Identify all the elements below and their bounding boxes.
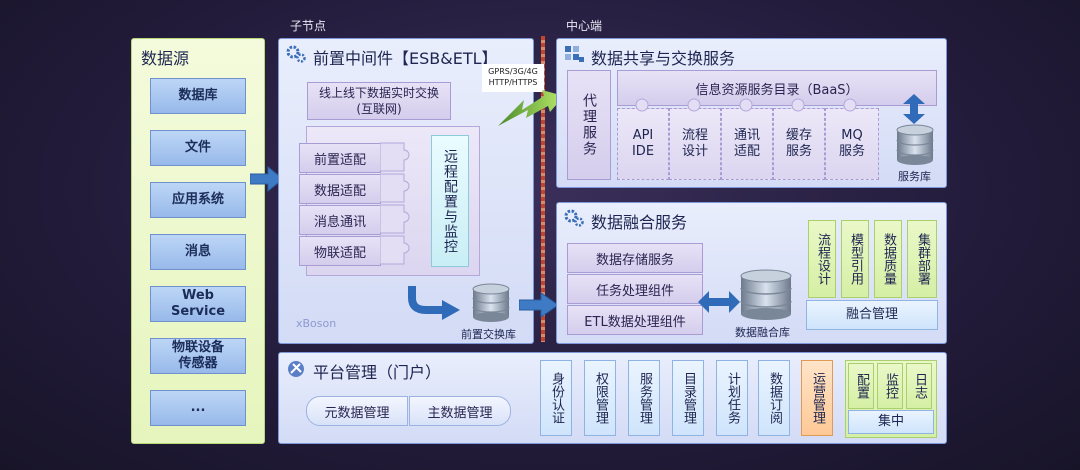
front-exchange-db-caption: 前置交换库 [461,328,516,341]
tool-process-design[interactable]: 流程设计 [808,220,836,298]
share-grid-icon [565,46,584,62]
tool-model-reference[interactable]: 模型引用 [841,220,869,298]
source-message[interactable]: 消息 [150,234,246,270]
platform-catalog-mgmt[interactable]: 目录管理 [672,360,704,436]
module-data-adapter[interactable]: 数据适配 [299,174,381,204]
realtime-exchange-line2: (互联网) [356,102,402,116]
fusion-task-component[interactable]: 任务处理组件 [567,274,703,304]
module-messaging[interactable]: 消息通讯 [299,205,381,235]
protocol-line2: HTTP/HTTPS [488,78,538,87]
arrow-source-to-middleware [250,166,284,192]
fusion-etl-component[interactable]: ETL数据处理组件 [567,305,703,335]
source-application[interactable]: 应用系统 [150,182,246,218]
service-db-caption: 服务库 [898,170,931,183]
platform-title: 平台管理（门户） [313,363,442,382]
service-comm-adapter[interactable]: 通讯 适配 [721,108,773,180]
module-iot-adapter[interactable]: 物联适配 [299,236,381,266]
source-iot-sensor[interactable]: 物联设备 传感器 [150,338,246,374]
proxy-service[interactable]: 代理服务 [567,70,611,180]
lightning-arrow [498,90,564,126]
protocol-line1: GPRS/3G/4G [488,67,538,76]
platform-permission-mgmt[interactable]: 权限管理 [584,360,616,436]
platform-scheduled-tasks[interactable]: 计划任务 [716,360,748,436]
arrow-middleware-to-fusion [519,292,559,318]
tool-cluster-deploy[interactable]: 集群部署 [907,220,937,298]
fusion-db-icon [740,269,792,320]
service-catalog-baas[interactable]: 信息资源服务目录（BaaS） [617,70,937,106]
tool-data-quality[interactable]: 数据质量 [874,220,902,298]
fusion-management[interactable]: 融合管理 [806,300,938,330]
service-process-design[interactable]: 流程 设计 [669,108,721,180]
platform-data-subscription[interactable]: 数据订阅 [758,360,790,436]
data-source-title: 数据源 [141,49,190,68]
protocol-label: GPRS/3G/4G HTTP/HTTPS [482,64,544,92]
platform-operations-mgmt[interactable]: 运营管理 [801,360,833,436]
child-node-label: 子节点 [290,19,327,33]
remote-config-monitor[interactable]: 远程配置与监控 [431,135,469,267]
portal-tools-icon [288,361,304,377]
fusion-storage-service[interactable]: 数据存储服务 [567,243,703,273]
master-data-management[interactable]: 主数据管理 [409,396,511,426]
service-db-icon [896,124,934,165]
front-exchange-db-icon [472,283,510,322]
horizontal-double-arrow [698,291,740,313]
gear-icon [286,45,306,63]
arrow-to-front-db [408,286,460,320]
service-cache[interactable]: 缓存 服务 [773,108,825,180]
fusion-db-caption: 数据融合库 [735,326,790,339]
platform-identity-auth[interactable]: 身份认证 [540,360,572,436]
middleware-title: 前置中间件【ESB&ETL】 [313,49,498,68]
realtime-exchange-line1: 线上线下数据实时交换 [318,86,439,100]
xboson-watermark: xBoson [296,317,337,330]
service-api-ide[interactable]: API IDE [617,108,669,180]
realtime-exchange-box[interactable]: 线上线下数据实时交换 (互联网) [307,82,451,120]
source-more[interactable]: ... [150,390,246,426]
platform-service-mgmt[interactable]: 服务管理 [628,360,660,436]
central-config[interactable]: 配置 [848,363,874,409]
source-file[interactable]: 文件 [150,130,246,166]
center-label: 中心端 [566,19,603,33]
fusion-title: 数据融合服务 [591,213,688,232]
service-mq[interactable]: MQ 服务 [825,108,879,180]
sharing-title: 数据共享与交换服务 [591,49,736,68]
network-divider [541,36,545,342]
module-front-adapter[interactable]: 前置适配 [299,143,381,173]
vertical-double-arrow [903,94,925,124]
source-web-service[interactable]: Web Service [150,286,246,322]
source-database[interactable]: 数据库 [150,78,246,114]
central-label[interactable]: 集中 [848,410,934,434]
central-logs[interactable]: 日志 [906,363,932,409]
gear-icon [564,209,584,227]
central-monitor[interactable]: 监控 [877,363,903,409]
puzzle-connectors-icon [635,98,857,112]
metadata-management[interactable]: 元数据管理 [306,396,408,426]
puzzle-icon [380,142,410,265]
